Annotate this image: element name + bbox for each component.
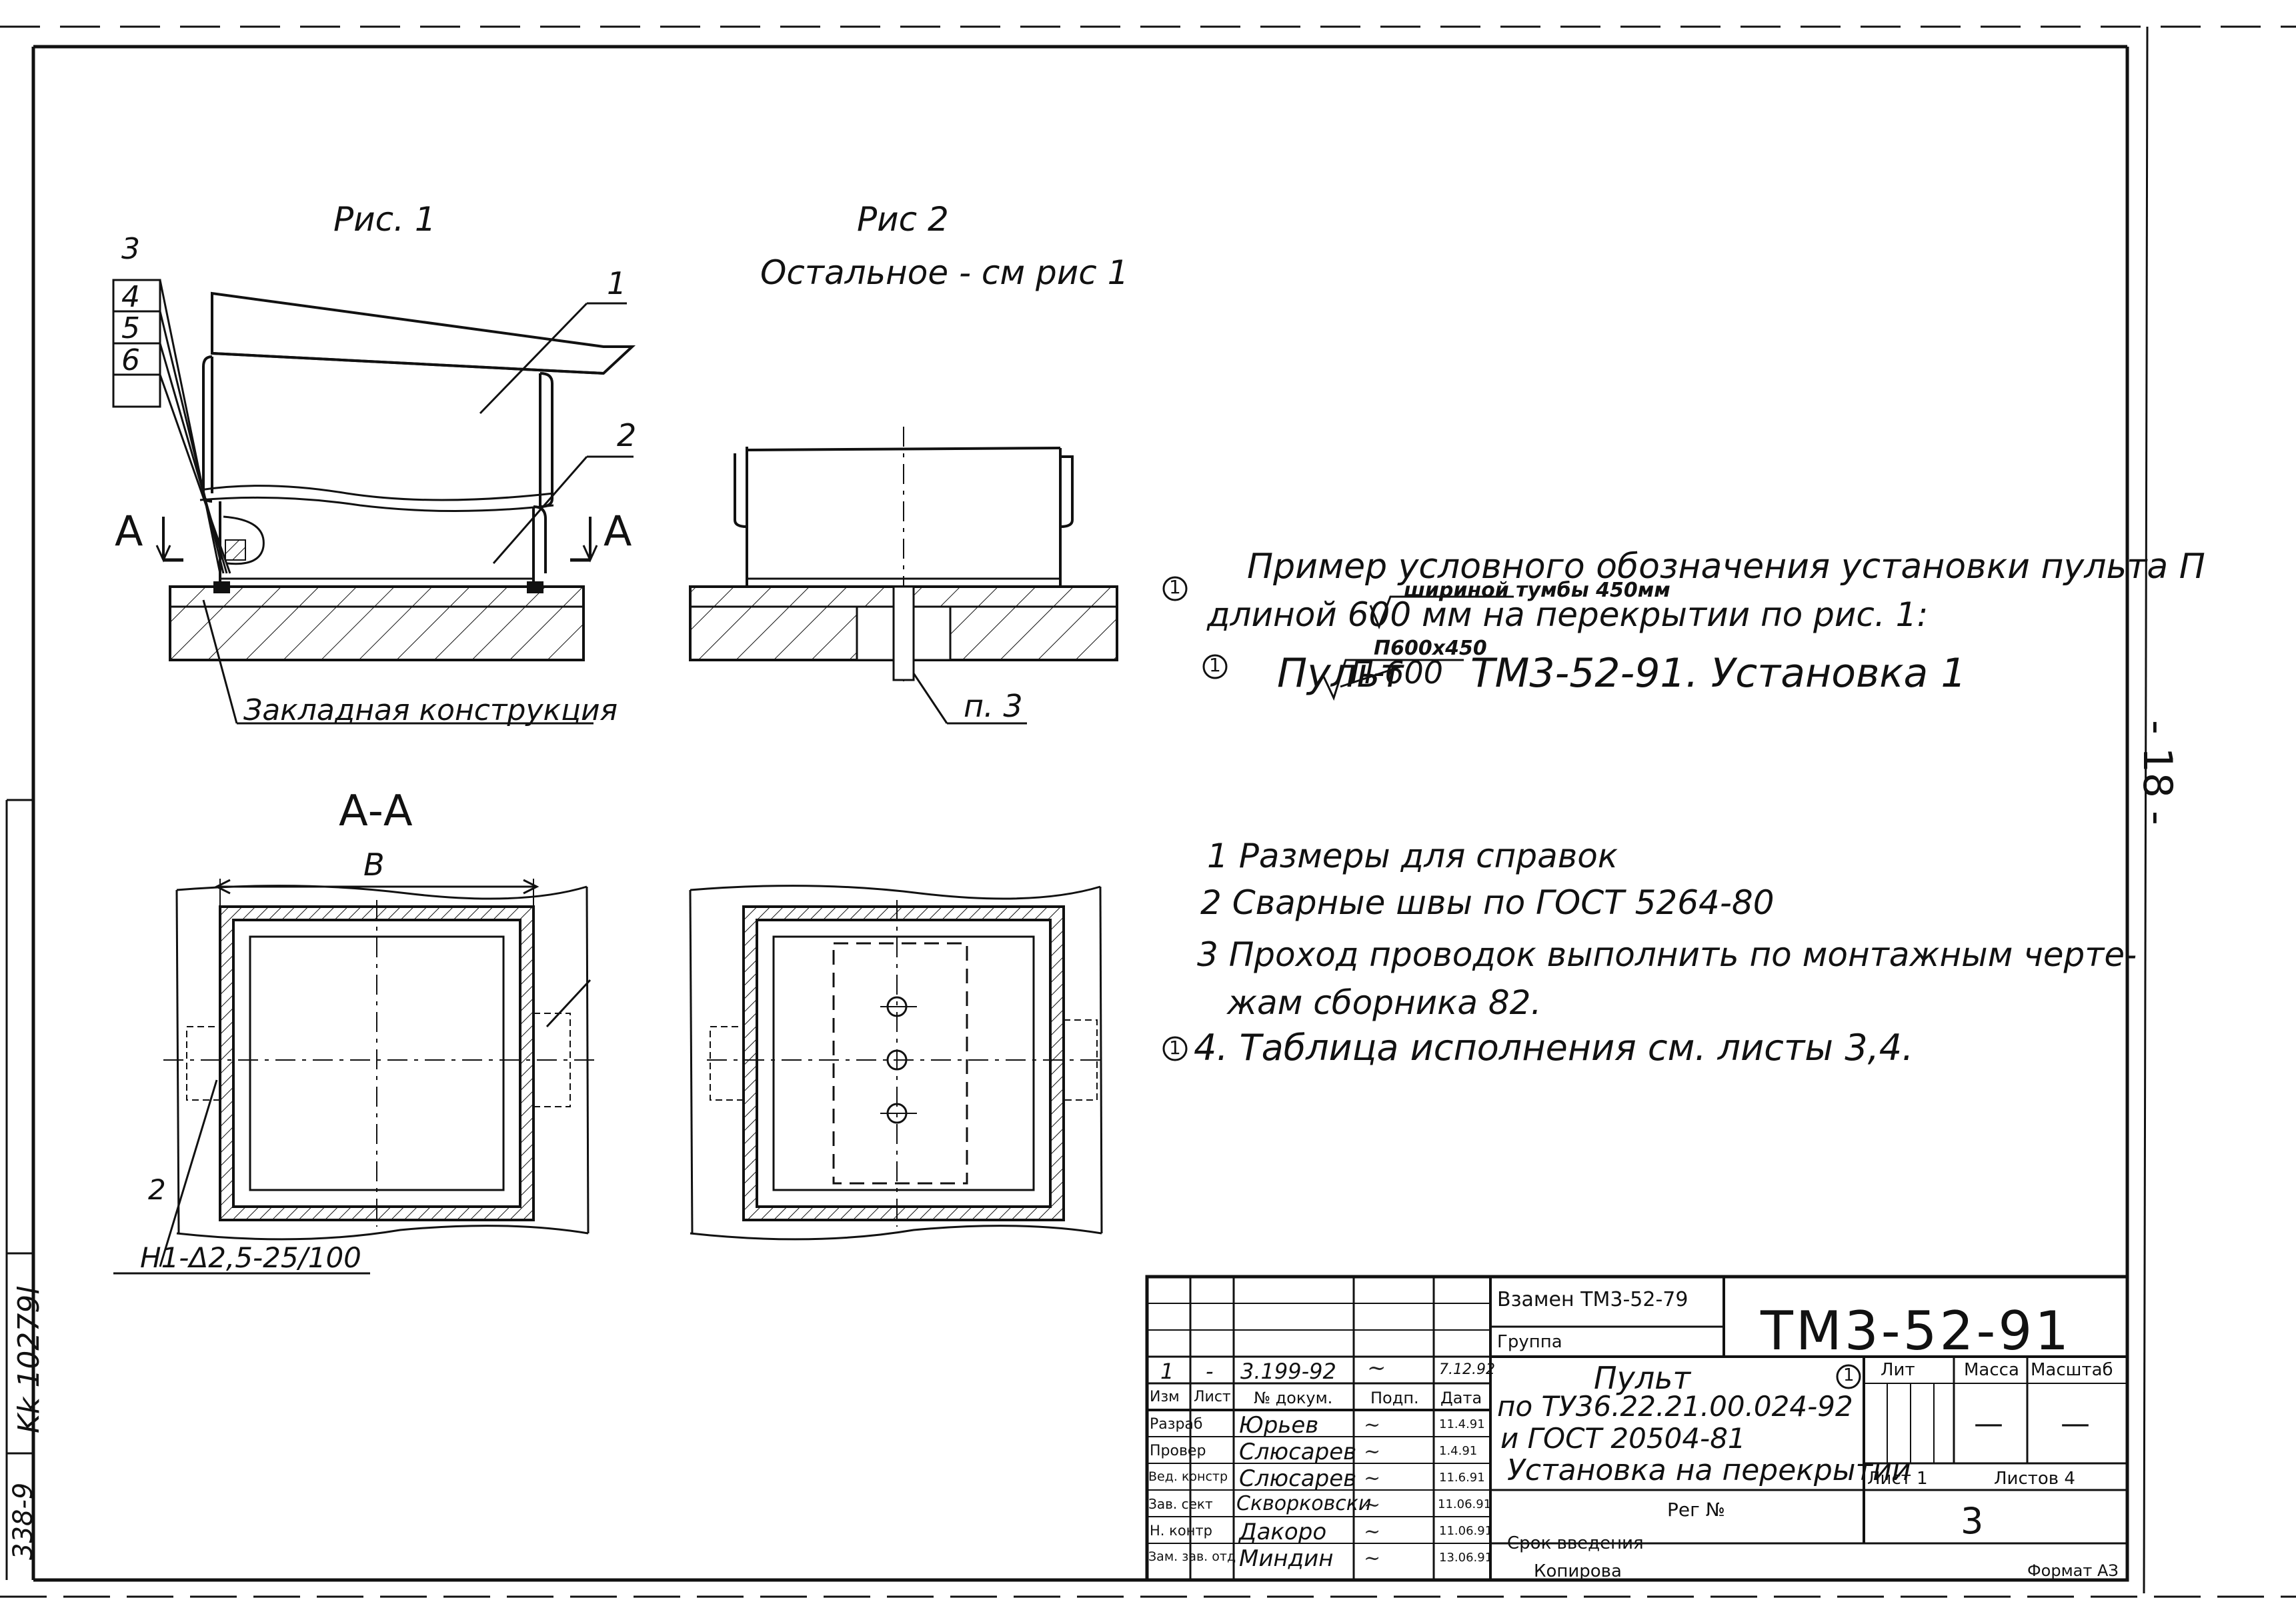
mass-label: Масса [1964,1360,2019,1380]
section-mark-right: А [604,507,632,555]
revision-circles [1162,576,1861,1389]
staff-role-3: Зав. сект [1148,1496,1213,1512]
sheets-count-label: Листов 4 [1994,1469,2075,1489]
note-3-continued: жам сборника 82. [1227,983,1542,1022]
signature-3: ~ [1364,1493,1381,1517]
designation-marks [1322,595,1514,701]
col-header-doc: № докум. [1254,1389,1333,1407]
staff-name-4: Дакоро [1239,1519,1327,1545]
section-width-label: В [363,847,385,883]
scale-value: — [2061,1407,2090,1441]
embedded-construction-label: Закладная конструкция [243,693,618,727]
leader-label-1: 1 [607,265,627,301]
staff-name-1: Слюсарев [1239,1439,1357,1465]
margin-stamp: Kk 10279l [12,1286,46,1433]
stack-label-6: 6 [121,343,140,377]
reg-label: Рег № [1667,1499,1725,1521]
designation-example-insert: П600х450 [1374,637,1487,660]
staff-role-1: Провер [1150,1443,1206,1459]
stack-label-3: 3 [121,232,140,266]
revision-mark-2: 1 [1209,654,1221,676]
sheet-label: Лист 1 [1867,1469,1928,1489]
leader-label-2: 2 [617,417,637,453]
document-code: ТМ3-52-91 [1761,1300,2072,1362]
designation-insert: шириной тумбы 450мм [1404,579,1670,602]
staff-date-2: 11.6.91 [1439,1471,1485,1485]
note-2: 2 Сварные швы по ГОСТ 5264-80 [1200,883,1775,922]
figure-2-title: Рис 2 [857,200,949,239]
section-weld-leader: 2 [148,1173,166,1206]
title-line-1: Пульт [1594,1360,1691,1396]
note-4: 4. Таблица исполнения см. листы 3,4. [1194,1027,1914,1069]
change-row-date: 7.12.92 [1439,1361,1495,1378]
staff-name-3: Скворковски [1236,1492,1372,1515]
copy-label: Копирова [1534,1561,1622,1581]
designation-example-tail: ТМ3-52-91. Установка 1 [1470,650,1967,697]
signature-0: ~ [1364,1413,1381,1437]
signature-1: ~ [1364,1440,1381,1463]
figure-1-elevation [112,279,636,725]
fig2-leader-label: п. 3 [964,688,1023,724]
note-1: 1 Размеры для справок [1207,837,1618,875]
figure-2-note: Остальное - см рис 1 [760,253,1129,292]
staff-name-0: Юрьев [1239,1412,1319,1439]
replaces-label: Взамен ТМ3-52-79 [1497,1288,1688,1311]
col-header-rev: Изм [1150,1389,1180,1405]
scale-label: Масштаб [2031,1360,2113,1380]
section-mark-left: А [115,507,143,555]
staff-name-5: Миндин [1239,1545,1334,1572]
figure-1-title: Рис. 1 [333,200,436,239]
staff-name-2: Слюсарев [1239,1465,1357,1492]
revision-mark-1: 1 [1169,576,1181,598]
change-row-signature: ~ [1367,1355,1386,1381]
staff-date-5: 13.06.91 [1439,1551,1493,1565]
stage-label: Лит [1881,1360,1915,1380]
title-line-2: по ТУ36.22.21.00.024-92 [1497,1390,1853,1423]
change-row-doc: 3.199-92 [1240,1359,1336,1384]
staff-date-3: 11.06.91 [1438,1497,1492,1511]
title-line-3: и ГОСТ 20504-81 [1500,1422,1746,1455]
intro-date-label: Срок введения [1507,1533,1644,1553]
title-block [1145,1275,2129,1582]
page-number: - 18 - [2134,720,2181,825]
staff-date-4: 11.06.91 [1439,1524,1493,1538]
staff-role-5: Зам. зав. отд [1148,1549,1236,1564]
title-line-4: Установка на перекрытии [1507,1453,1911,1487]
signature-2: ~ [1364,1467,1381,1490]
signature-5: ~ [1364,1547,1381,1570]
sheet-frame [0,25,2296,1598]
col-header-sign: Подп. [1370,1389,1419,1407]
staff-date-1: 1.4.91 [1439,1444,1478,1458]
mass-value: — [1974,1407,2003,1441]
designation-line-2: длиной 600 мм на перекрытии по рис. 1: [1207,595,1929,634]
section-title: А-А [339,787,413,836]
col-header-sheet: Лист [1194,1389,1231,1405]
staff-date-0: 11.4.91 [1439,1417,1485,1431]
staff-role-2: Вед. констр [1148,1469,1228,1484]
format-mark: Формат АЗ [2027,1561,2119,1580]
designation-line-1: Пример условного обозначения установки п… [1247,547,2205,587]
staff-role-4: Н. контр [1150,1523,1212,1539]
staff-role-0: Разраб [1150,1416,1203,1433]
group-label: Группа [1497,1332,1562,1352]
section-a-a-plan [113,879,600,1275]
change-row-rev: 1 [1160,1359,1174,1384]
designation-example-head: Пульт [1277,650,1404,697]
section-2-plan [689,885,1107,1241]
signature-4: ~ [1364,1520,1381,1543]
col-header-date: Дата [1440,1389,1482,1407]
revision-mark-3: 1 [1169,1037,1181,1059]
designation-example-struck: П-600 [1350,655,1443,691]
figure-2-elevation [689,427,1118,725]
title-revision-circle: 1 [1843,1365,1855,1385]
weld-note: Н1-Δ2,5-25/100 [140,1241,361,1274]
stack-label-4: 4 [121,280,140,314]
stack-label-5: 5 [121,311,140,345]
sheet-number: 3 [1961,1500,1984,1542]
note-3: 3 Проход проводок выполнить по монтажным… [1197,935,2137,974]
change-row-sheet: - [1206,1359,1214,1384]
album-number: 338-9 [8,1482,39,1560]
